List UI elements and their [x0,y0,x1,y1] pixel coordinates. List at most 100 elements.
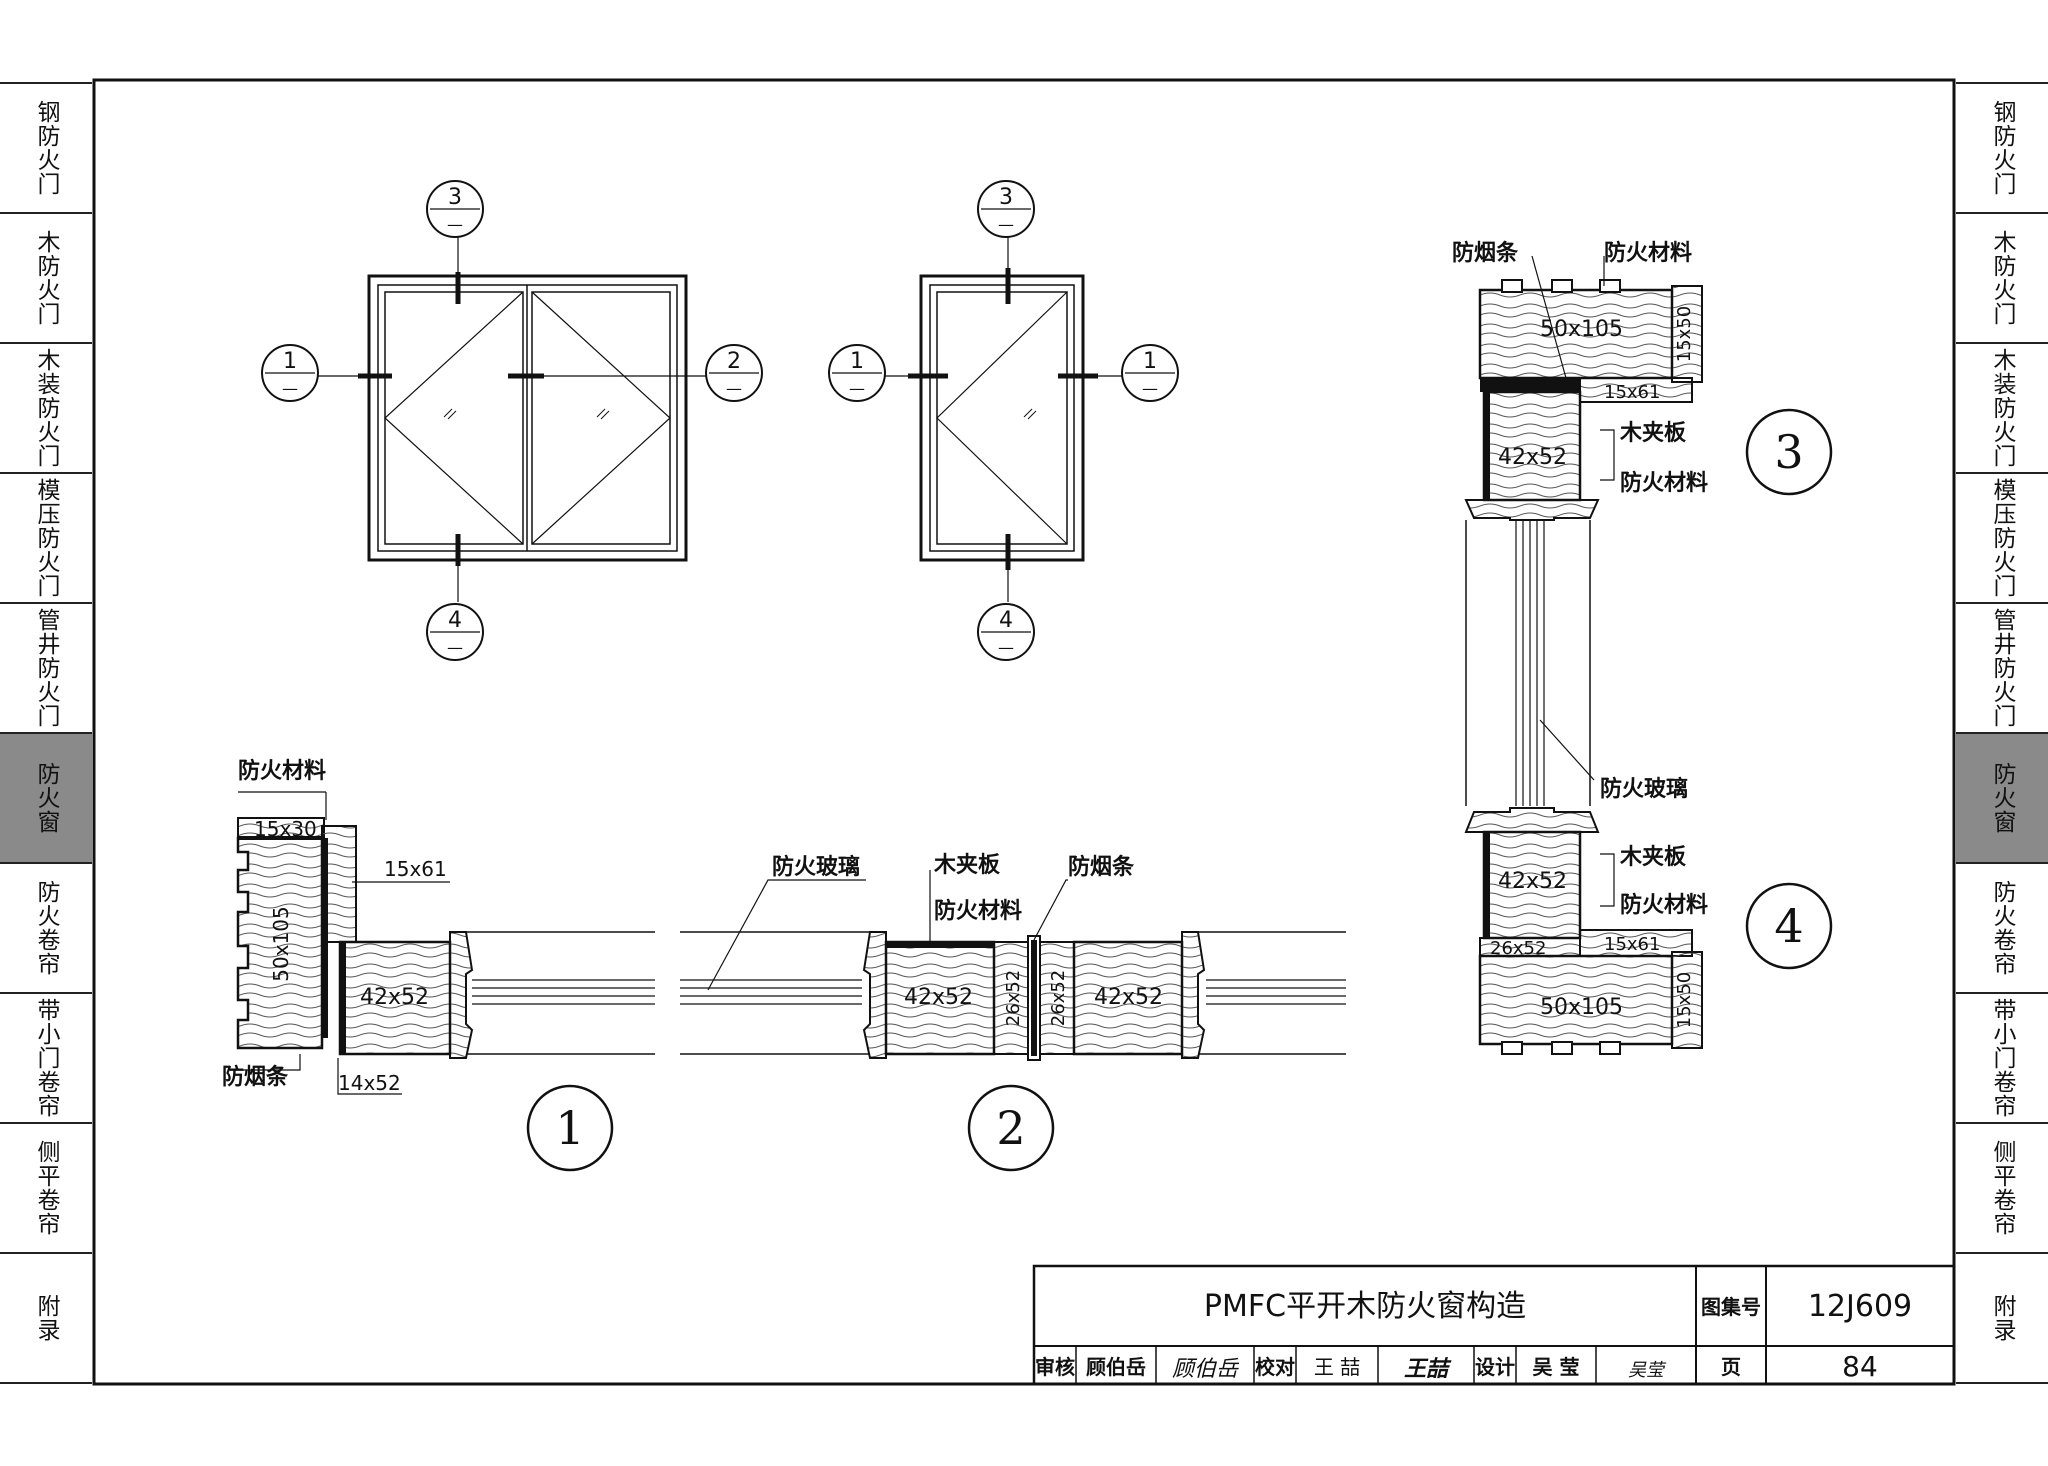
svg-text:吴 莹: 吴 莹 [1533,1355,1580,1379]
sidebar-tab-5[interactable]: 管井防火门 [0,604,92,734]
sidebar-tab-8[interactable]: 带小门卷帘 [1956,994,2048,1124]
svg-text:防火材料: 防火材料 [934,899,1022,924]
detail-2-number: 2 [967,1084,1055,1172]
svg-text:3: 3 [448,185,462,210]
sidebar-tab-10[interactable]: 附录 [0,1254,92,1384]
svg-text:木夹板: 木夹板 [1619,421,1687,446]
svg-text:4: 4 [448,608,462,633]
svg-text:1: 1 [850,349,864,374]
elevation-double-window [314,232,708,602]
sidebar-tab-label: 附录 [33,1294,59,1342]
sidebar-tab-label: 钢防火门 [33,100,59,196]
sidebar-tab-3[interactable]: 木装防火门 [0,344,92,474]
sidebar-tab-label: 木装防火门 [1989,348,2015,468]
sheet-border [92,78,1956,1386]
sidebar-tab-10[interactable]: 附录 [1956,1254,2048,1384]
detail-4-number: 4 [1745,882,1833,970]
svg-text:3: 3 [1774,425,1803,479]
sidebar-tab-label: 附录 [1989,1294,2015,1342]
detail-1-section [236,791,655,1095]
sidebar-tab-8[interactable]: 带小门卷帘 [0,994,92,1124]
svg-text:防火玻璃: 防火玻璃 [1600,776,1688,802]
sidebar-tab-9[interactable]: 侧平卷帘 [1956,1124,2048,1254]
svg-text:—: — [447,638,463,657]
sidebar-tab-1[interactable]: 钢防火门 [0,84,92,214]
svg-text:2: 2 [996,1101,1025,1155]
svg-text:—: — [282,379,298,398]
sidebar-tab-7[interactable]: 防火卷帘 [0,864,92,994]
left-sidebar-tabs: 钢防火门木防火门木装防火门模压防火门管井防火门防火窗防火卷帘带小门卷帘侧平卷帘附… [0,82,92,1384]
page-number: 84 [1842,1350,1878,1383]
sidebar-tab-label: 木防火门 [33,230,59,326]
sidebar-tab-7[interactable]: 防火卷帘 [1956,864,2048,994]
svg-text:防烟条: 防烟条 [1068,854,1135,880]
svg-text:42x52: 42x52 [360,985,429,1010]
svg-text:4: 4 [999,608,1013,633]
ref-bubble-1-double: 1 — [261,344,319,402]
svg-text:防火材料: 防火材料 [1620,471,1708,496]
sidebar-tab-5[interactable]: 管井防火门 [1956,604,2048,734]
svg-text:50x105: 50x105 [1540,317,1623,342]
svg-text:—: — [1142,379,1158,398]
sidebar-tab-label: 木防火门 [1989,230,2015,326]
svg-text:顾伯岳: 顾伯岳 [1086,1355,1146,1379]
reviewer-signature: 顾伯岳 [1172,1357,1240,1382]
sidebar-tab-label: 带小门卷帘 [33,998,59,1118]
ref-bubble-4-double: 4 — [426,603,484,661]
ref-bubble-3-double: 3 — [426,180,484,238]
svg-text:14x52: 14x52 [1490,374,1546,395]
svg-text:50x105: 50x105 [269,906,293,981]
sidebar-tab-label: 防火卷帘 [33,880,59,976]
svg-text:1: 1 [1143,349,1157,374]
svg-text:审核: 审核 [1035,1355,1075,1379]
svg-text:14x52: 14x52 [338,1071,401,1095]
ref-bubble-3-single: 3 — [977,180,1035,238]
detail-1-labels: 防火材料 15x30 15x61 50x105 42x52 防烟条 14x52 [222,759,447,1095]
svg-text:—: — [998,215,1014,234]
svg-text:防火材料: 防火材料 [1620,893,1708,918]
svg-text:15x61: 15x61 [384,857,447,881]
atlas-number: 12J609 [1808,1289,1912,1324]
svg-text:15x30: 15x30 [254,817,317,841]
ref-bubble-1-single-left: 1 — [828,344,886,402]
sidebar-tab-3[interactable]: 木装防火门 [1956,344,2048,474]
svg-text:王 喆: 王 喆 [1314,1355,1360,1379]
ref-bubble-2-double: 2 — [705,344,763,402]
sidebar-tab-2[interactable]: 木防火门 [0,214,92,344]
svg-text:26x52: 26x52 [1490,938,1546,959]
sidebar-tab-label: 防火窗 [1989,762,2015,834]
svg-text:26x52: 26x52 [1003,970,1024,1026]
ref-bubble-1-single-right: 1 — [1121,344,1179,402]
svg-text:2: 2 [727,349,741,374]
detail-1-number: 1 [526,1084,614,1172]
sidebar-tab-2[interactable]: 木防火门 [1956,214,2048,344]
sidebar-tab-label: 带小门卷帘 [1989,998,2015,1118]
sidebar-tab-6[interactable]: 防火窗 [0,734,92,864]
sidebar-tab-label: 钢防火门 [1989,100,2015,196]
title-block-text: PMFC平开木防火窗构造 图集号 12J609 审核 顾伯岳 顾伯岳 校对 王 … [1035,1289,1912,1383]
sidebar-tab-label: 木装防火门 [33,348,59,468]
sidebar-tab-6[interactable]: 防火窗 [1956,734,2048,864]
designer-signature: 吴莹 [1628,1360,1667,1381]
svg-text:15x61: 15x61 [1604,934,1660,955]
svg-text:—: — [849,379,865,398]
svg-text:设计: 设计 [1475,1355,1515,1379]
svg-text:—: — [447,215,463,234]
svg-text:42x52: 42x52 [1094,985,1163,1010]
drawing-title: PMFC平开木防火窗构造 [1204,1289,1526,1324]
detail-3-number: 3 [1745,408,1833,496]
sidebar-tab-label: 侧平卷帘 [33,1140,59,1236]
svg-text:3: 3 [999,185,1013,210]
sidebar-tab-label: 防火窗 [33,762,59,834]
svg-text:42x52: 42x52 [904,985,973,1010]
sidebar-tab-1[interactable]: 钢防火门 [1956,84,2048,214]
svg-text:15x61: 15x61 [1604,382,1660,403]
svg-text:防烟条: 防烟条 [222,1064,289,1090]
svg-text:1: 1 [555,1101,584,1155]
elevation-single-window [880,232,1124,602]
sidebar-tab-4[interactable]: 模压防火门 [0,474,92,604]
sidebar-tab-9[interactable]: 侧平卷帘 [0,1124,92,1254]
sidebar-tab-4[interactable]: 模压防火门 [1956,474,2048,604]
svg-text:42x52: 42x52 [1498,869,1567,894]
